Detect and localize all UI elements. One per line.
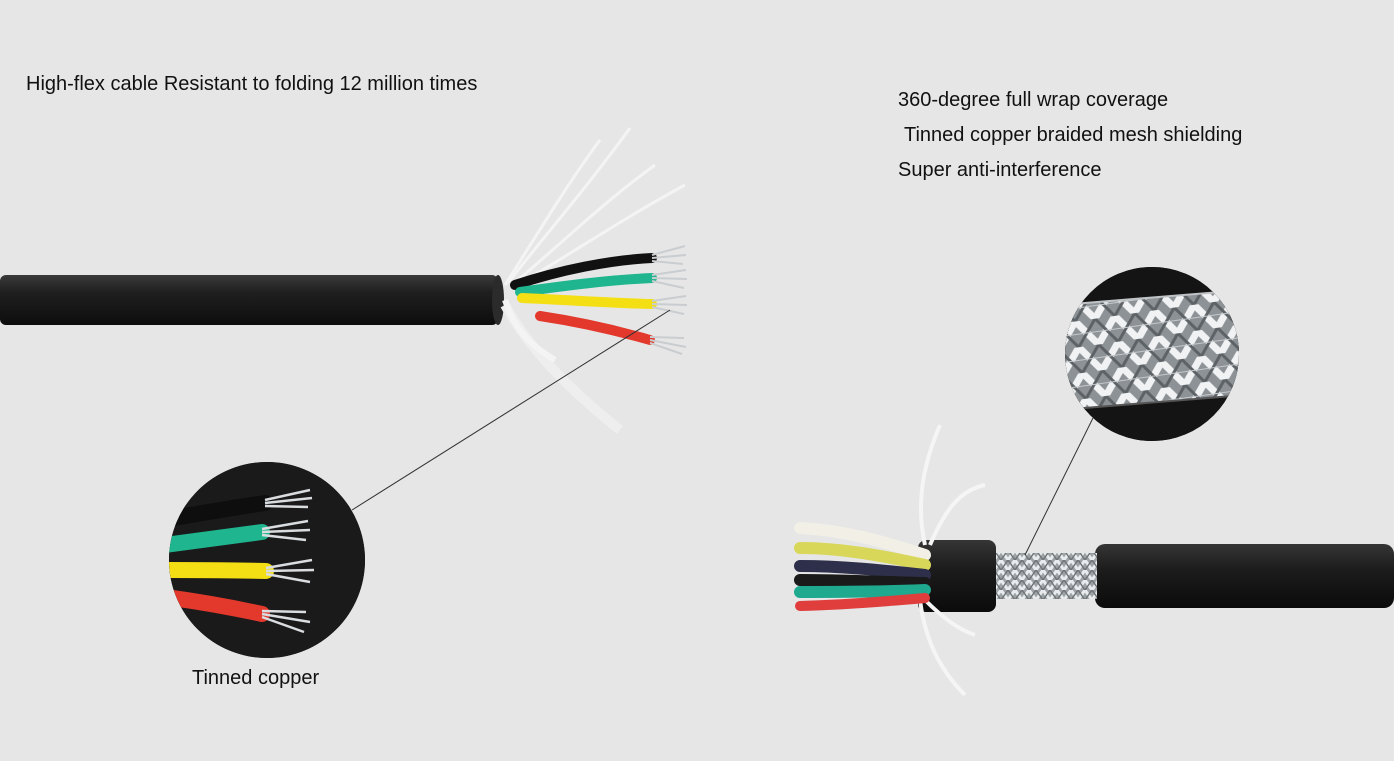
- magnifier-circle-braid: [1065, 267, 1239, 441]
- right-cable-jacket: [1095, 544, 1394, 608]
- magnifier-circle-wires: [169, 462, 365, 658]
- headline-left: High-flex cable Resistant to folding 12 …: [26, 73, 478, 95]
- right-cable-collar: [918, 540, 996, 612]
- feature-line-3: Super anti-interference: [898, 159, 1102, 181]
- feature-line-1: 360-degree full wrap coverage: [898, 89, 1169, 111]
- feature-line-2: Tinned copper braided mesh shielding: [904, 124, 1243, 146]
- left-cable-jacket: [0, 275, 498, 325]
- zoom-caption: Tinned copper: [192, 667, 320, 689]
- left-pointer-line: [351, 309, 671, 511]
- left-cable: [0, 127, 688, 511]
- left-conductors: [510, 253, 657, 345]
- right-cable: [794, 417, 1394, 697]
- right-fiber-threads: [918, 424, 986, 697]
- right-pointer-line: [1024, 417, 1094, 556]
- left-copper-strands: [649, 245, 688, 355]
- right-braided-shield: [995, 553, 1097, 599]
- right-conductors: [794, 522, 931, 611]
